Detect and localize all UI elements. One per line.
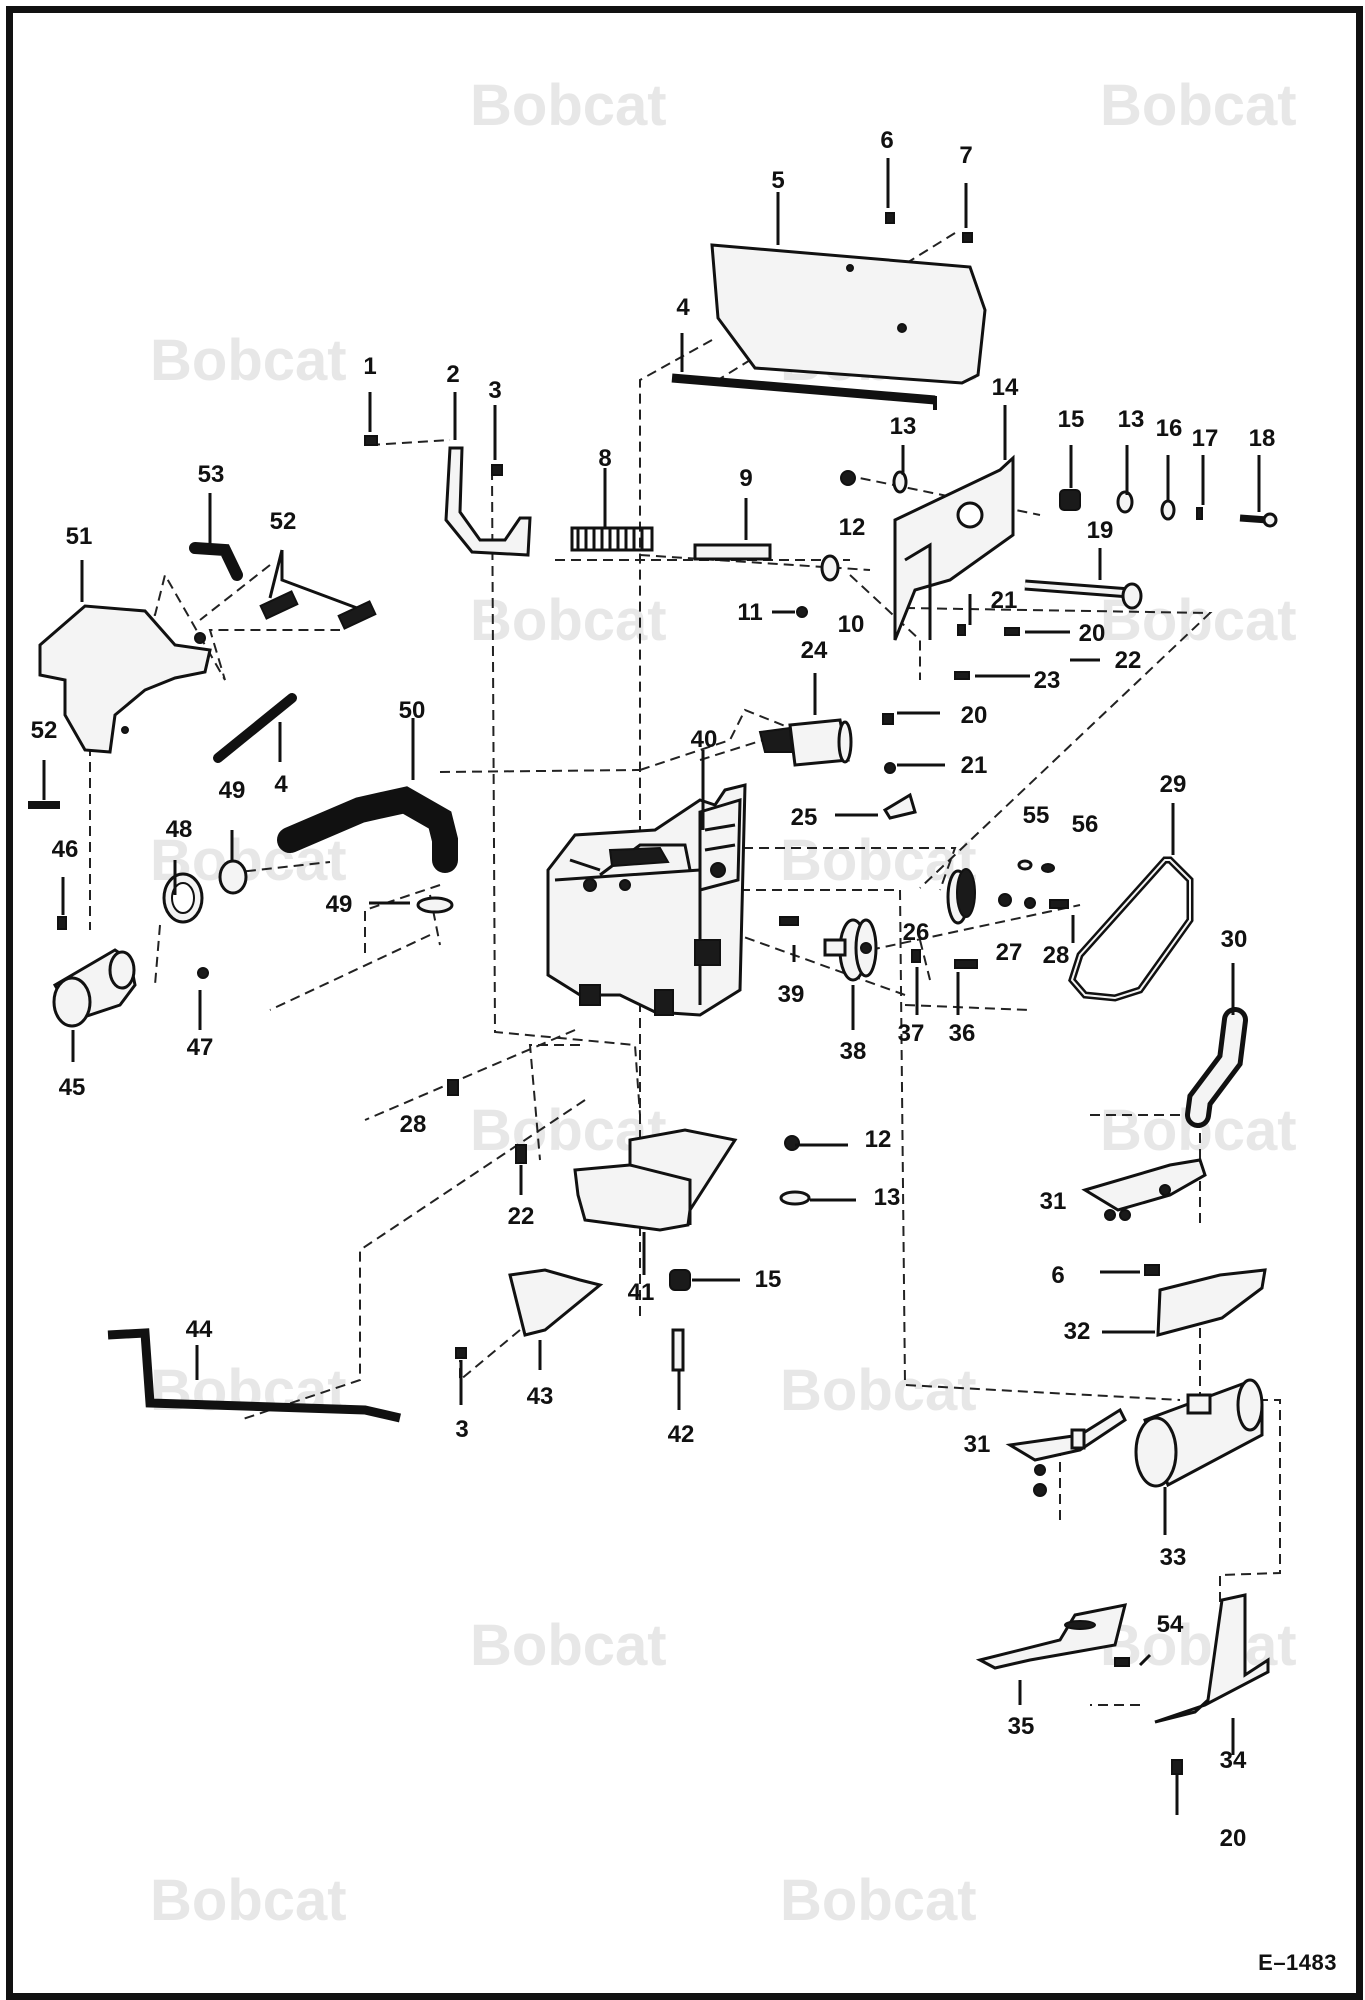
watermark-text: Bobcat: [150, 1868, 347, 1933]
callout-33: 33: [1160, 1544, 1187, 1571]
callout-55: 55: [1023, 802, 1050, 829]
callout-34: 34: [1220, 1747, 1247, 1774]
muffler: [1134, 1378, 1264, 1488]
leader-lines: [42, 158, 1261, 1815]
pulley: [823, 918, 878, 982]
callout-37: 37: [898, 1020, 925, 1047]
callout-49b: 49: [219, 777, 246, 804]
callout-36: 36: [949, 1020, 976, 1047]
callout-8: 8: [598, 445, 611, 472]
callout-40: 40: [691, 726, 718, 753]
callout-12: 12: [839, 514, 866, 541]
callout-1: 1: [363, 353, 376, 380]
callout-3b: 3: [455, 1416, 468, 1443]
watermark-text: Bobcat: [780, 828, 977, 893]
watermark-text: Bobcat: [780, 1868, 977, 1933]
callout-15: 15: [1058, 406, 1085, 433]
watermark-text: Bobcat: [470, 73, 667, 138]
callout-25: 25: [791, 804, 818, 831]
callout-45: 45: [59, 1074, 86, 1101]
callout-28b: 28: [400, 1111, 427, 1138]
callout-12b: 12: [865, 1126, 892, 1153]
callout-31: 31: [1040, 1188, 1067, 1215]
callout-4b: 4: [274, 771, 288, 798]
callout-26: 26: [903, 919, 930, 946]
callout-4: 4: [676, 294, 690, 321]
callout-54: 54: [1157, 1611, 1184, 1638]
watermark-text: Bobcat: [1100, 73, 1297, 138]
engine-block: [546, 783, 747, 1017]
callout-52b: 52: [270, 508, 297, 535]
callout-6: 6: [880, 127, 893, 154]
callout-32: 32: [1064, 1318, 1091, 1345]
callout-labels: 1 2 3 20 4 5 6 7 8 9 10 11 12 13 14 15 1…: [31, 127, 1276, 1852]
callout-31b: 31: [964, 1431, 991, 1458]
callout-13c: 13: [874, 1184, 901, 1211]
callout-41: 41: [628, 1279, 655, 1306]
callout-42: 42: [668, 1421, 695, 1448]
callout-51: 51: [66, 523, 93, 550]
callout-23: 23: [1034, 667, 1061, 694]
callout-18: 18: [1249, 425, 1276, 452]
callout-49: 49: [326, 891, 353, 918]
callout-27: 27: [996, 939, 1023, 966]
callout-44: 44: [186, 1316, 213, 1343]
watermark-text: Bobcat: [780, 1358, 977, 1423]
callout-53: 53: [198, 461, 225, 488]
callout-3: 3: [488, 377, 501, 404]
callout-16: 16: [1156, 415, 1183, 442]
callout-48: 48: [166, 816, 193, 843]
callout-29: 29: [1160, 771, 1187, 798]
callout-17: 17: [1192, 425, 1219, 452]
callout-15b: 15: [755, 1266, 782, 1293]
callout-21b: 21: [961, 752, 988, 779]
callout-21: 21: [991, 587, 1018, 614]
small-pulley: [946, 868, 976, 925]
callout-6b: 6: [1051, 1262, 1064, 1289]
watermark-text: Bobcat: [470, 588, 667, 653]
air-cleaner: [52, 948, 137, 1028]
callout-52: 52: [31, 717, 58, 744]
callout-10: 10: [838, 611, 865, 638]
callout-13: 13: [890, 413, 917, 440]
callout-35: 35: [1008, 1713, 1035, 1740]
callout-22b: 22: [508, 1203, 535, 1230]
watermark-text: Bobcat: [150, 328, 347, 393]
spring: [570, 526, 654, 552]
callout-43: 43: [527, 1383, 554, 1410]
callout-11: 11: [737, 599, 762, 626]
callout-13b: 13: [1118, 406, 1145, 433]
callout-2: 2: [446, 361, 459, 388]
callout-50: 50: [399, 697, 426, 724]
callout-39: 39: [778, 981, 805, 1008]
parts-layer: [28, 212, 1278, 1775]
callout-22: 22: [1115, 647, 1142, 674]
callout-30: 30: [1221, 926, 1248, 953]
callout-5: 5: [771, 167, 784, 194]
callout-20b: 20: [961, 702, 988, 729]
callout-47: 47: [187, 1034, 214, 1061]
callout-46: 46: [52, 836, 79, 863]
callout-38: 38: [840, 1038, 867, 1065]
callout-7: 7: [959, 142, 972, 169]
watermark-text: Bobcat: [470, 1613, 667, 1678]
watermark-text: Bobcat: [150, 1358, 347, 1423]
callout-24: 24: [801, 637, 828, 664]
drawing-reference-number: E–1483: [1258, 1950, 1337, 1975]
callout-9: 9: [739, 465, 752, 492]
callout-56: 56: [1072, 811, 1099, 838]
callout-20: 20: [1079, 620, 1106, 647]
starter-motor: [758, 718, 853, 767]
callout-20-bottom: 20: [1220, 1825, 1247, 1852]
callout-28: 28: [1043, 942, 1070, 969]
callout-19: 19: [1087, 517, 1114, 544]
callout-14: 14: [992, 374, 1019, 401]
